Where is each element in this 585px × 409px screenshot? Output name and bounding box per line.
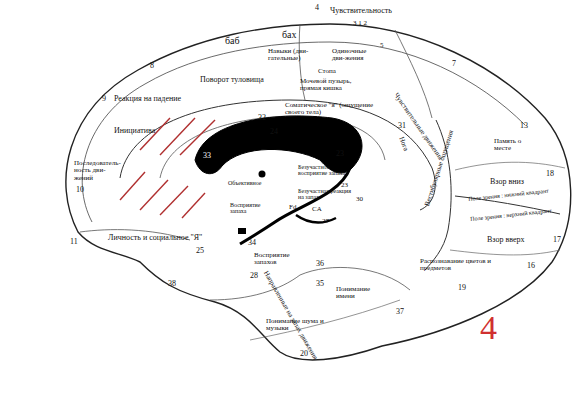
- callout-number: 23: [341, 182, 348, 189]
- callout-number: 23: [336, 150, 344, 158]
- anterior-commissure: [259, 171, 266, 178]
- callout-number: 19: [458, 284, 466, 292]
- callout-number: 32: [258, 114, 266, 122]
- corpus-callosum: [195, 116, 362, 174]
- region-label: Навыки (дви-гательные): [268, 48, 316, 63]
- region-label: Личность и социальное "Я": [108, 234, 202, 242]
- callout-number: 16: [527, 262, 535, 270]
- region-label: Поворот туловища: [200, 76, 264, 84]
- callout-number: 8: [150, 62, 154, 70]
- callout-number: 28: [250, 272, 258, 280]
- region-label: Нога: [397, 136, 409, 152]
- hatch-line: [120, 172, 145, 200]
- callout-number: 24: [270, 128, 278, 136]
- region-label: Понимание шума и музыки: [266, 318, 328, 333]
- callout-number: 31: [398, 122, 406, 130]
- callout-number: 7: [452, 60, 456, 68]
- region-label: Объективное: [228, 180, 261, 186]
- callout-number: CA: [312, 206, 322, 213]
- callout-number: 4: [315, 4, 319, 12]
- hatch-line: [160, 186, 188, 215]
- region-label: Распознавание цветов и предметов: [420, 258, 492, 273]
- callout-number: баб: [225, 36, 240, 47]
- region-label: Поле зрения : верхний квадрант: [470, 207, 552, 222]
- region-label: Реакция на падение: [114, 95, 181, 103]
- callout-number: 20: [300, 350, 308, 358]
- hippocampus: [296, 215, 336, 222]
- region-label: Чувствительность: [330, 7, 392, 15]
- region-label: Поле зрения : нижний квадрант: [468, 188, 549, 203]
- callout-number: Fd: [289, 204, 296, 211]
- cingulate-sulcus: [120, 100, 435, 210]
- callout-number: 35: [316, 280, 324, 288]
- sulcus: [450, 250, 560, 255]
- region-label: Безучастная реакция на запах: [298, 188, 354, 201]
- region-label: Последователь-ность дви-жений: [74, 160, 120, 182]
- region-label: Взор вниз: [490, 178, 524, 186]
- region-label: Память о месте: [494, 138, 536, 153]
- sulcus: [455, 162, 565, 170]
- region-label: Безучастное восприятие запаха: [298, 164, 354, 177]
- brain-outline: [66, 24, 571, 360]
- callout-number: 25: [196, 247, 204, 255]
- region-label: Направленные на запах движения: [262, 270, 319, 361]
- hatch-line: [180, 120, 215, 155]
- callout-number: 18: [546, 170, 554, 178]
- region-label: Стопа: [318, 68, 336, 75]
- sulcus: [250, 300, 400, 340]
- region-label: Понимание имени: [336, 286, 381, 301]
- callout-number: 4: [480, 310, 497, 346]
- optic-chiasm: [238, 228, 246, 234]
- callout-number: 9: [102, 95, 106, 103]
- region-label: Восприятие запахов: [254, 252, 304, 267]
- callout-number: 17: [553, 236, 561, 244]
- region-label: Соматическое "я" (ощущение своего тела): [285, 102, 375, 117]
- collateral-sulcus: [210, 267, 410, 300]
- hatch-line: [160, 118, 195, 155]
- callout-number: 10: [76, 186, 84, 194]
- region-label: Восприятие запаха: [230, 202, 270, 215]
- region-label: Взор вверх: [487, 236, 525, 244]
- hatch-line: [140, 180, 168, 210]
- callout-number: 37: [396, 308, 404, 316]
- callout-number: 3 1 2: [353, 20, 367, 27]
- callout-number: 38: [168, 280, 176, 288]
- region-label: Инициатива: [114, 127, 155, 135]
- region-label: Одиночные дви-жения: [332, 48, 376, 63]
- callout-number: 36: [316, 260, 324, 268]
- callout-number: 33: [203, 152, 211, 160]
- callout-number: 11: [70, 238, 78, 246]
- callout-number: бах: [282, 30, 297, 41]
- hatch-line: [182, 193, 205, 218]
- sulcus: [82, 42, 525, 222]
- region-label: Мочевой пузырь, прямая кишка: [300, 78, 362, 93]
- callout-number: 34: [248, 239, 256, 247]
- callout-number: 5: [380, 42, 384, 49]
- callout-number: 27: [322, 218, 329, 225]
- callout-number: 30: [356, 196, 363, 203]
- callout-number: 13: [520, 122, 528, 130]
